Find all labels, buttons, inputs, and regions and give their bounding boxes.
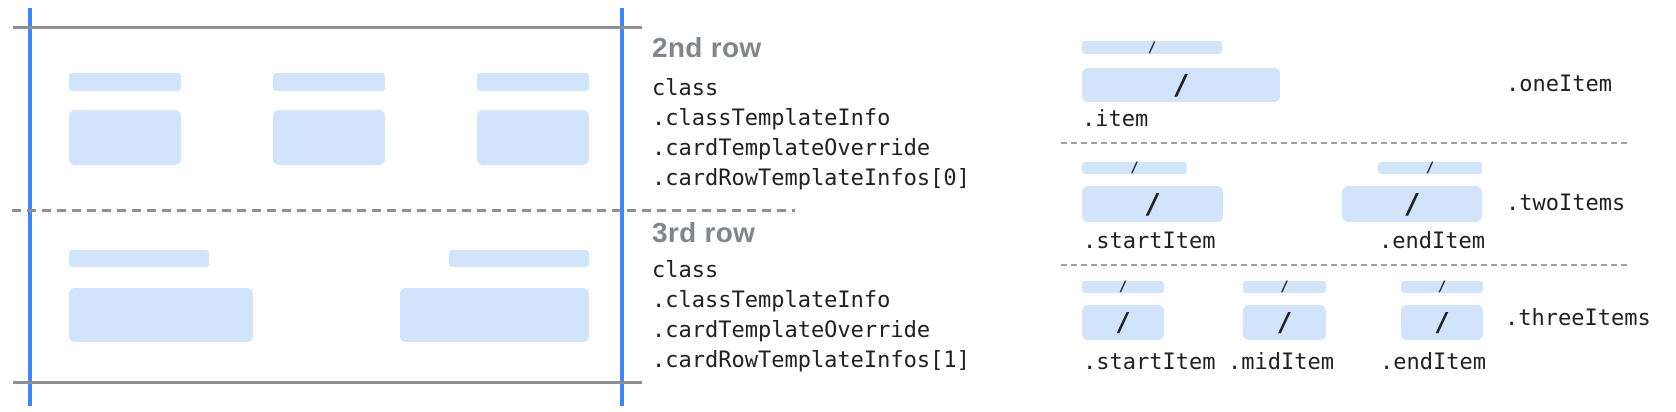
caption-item: .item <box>1082 107 1149 132</box>
caption-mid-item: .midItem <box>1228 350 1334 375</box>
label-two-items: .twoItems <box>1506 191 1626 216</box>
row-code-path-3rd: class .classTemplateInfo .cardTemplateOver… <box>652 256 970 376</box>
item-value-box: / <box>1082 68 1280 102</box>
row-code-path-2nd: class .classTemplateInfo .cardTemplateOver… <box>652 74 970 194</box>
item-value-box: / <box>1082 305 1164 340</box>
caption-start-item: .startItem <box>1083 350 1216 375</box>
field-label-bar <box>69 250 209 267</box>
item-value-box: / <box>1082 186 1223 222</box>
slash-icon: / <box>1147 39 1157 56</box>
slash-icon: / <box>1276 307 1293 338</box>
code-line: .cardTemplateOverride <box>652 318 931 343</box>
slash-icon: / <box>1280 279 1289 295</box>
code-line: .cardRowTemplateInfos[0] <box>652 166 970 191</box>
field-value-box <box>400 288 589 342</box>
row-title-3rd: 3rd row <box>652 217 756 248</box>
slash-icon: / <box>1118 279 1128 295</box>
card-edge-left-line <box>28 8 32 406</box>
slash-icon: / <box>1437 279 1447 295</box>
field-value-box <box>477 110 589 165</box>
slash-icon: / <box>1425 160 1435 176</box>
item-label-bar: / <box>1243 279 1326 295</box>
code-line: .classTemplateInfo <box>652 288 891 313</box>
slash-icon: / <box>1144 187 1161 220</box>
item-label-bar: / <box>1082 160 1187 176</box>
code-line: .classTemplateInfo <box>652 106 891 131</box>
item-value-box: / <box>1342 186 1482 222</box>
card-edge-right-line <box>620 8 624 406</box>
slash-icon: / <box>1434 307 1450 338</box>
item-value-box: / <box>1401 305 1483 340</box>
caption-end-item: .endItem <box>1380 350 1486 375</box>
row-boundary-bottom-line <box>13 381 642 384</box>
row-boundary-top-line <box>13 26 642 29</box>
caption-end-item: .endItem <box>1379 229 1485 254</box>
field-label-bar <box>273 73 385 91</box>
label-one-item: .oneItem <box>1506 72 1612 97</box>
slash-icon: / <box>1115 307 1131 338</box>
row-title-2nd: 2nd row <box>652 32 762 63</box>
code-line: .cardRowTemplateInfos[1] <box>652 348 970 373</box>
code-line: class <box>652 76 719 101</box>
item-label-bar: / <box>1082 39 1222 56</box>
field-value-box <box>273 110 385 165</box>
slash-icon: / <box>1403 187 1421 220</box>
item-label-bar: / <box>1401 279 1483 295</box>
code-line: class <box>652 258 719 283</box>
row-divider-dashed-line <box>12 209 795 212</box>
field-label-bar <box>69 73 181 91</box>
layout-separator-dotted-line <box>1061 264 1628 266</box>
code-line: .cardTemplateOverride <box>652 136 931 161</box>
label-three-items: .threeItems <box>1505 306 1651 331</box>
layout-separator-dotted-line <box>1061 142 1628 144</box>
slash-icon: / <box>1130 160 1139 176</box>
field-label-bar <box>477 73 589 91</box>
caption-start-item: .startItem <box>1083 229 1216 254</box>
field-label-bar <box>449 250 589 267</box>
item-label-bar: / <box>1082 279 1164 295</box>
slash-icon: / <box>1172 68 1190 101</box>
item-value-box: / <box>1243 305 1326 340</box>
item-label-bar: / <box>1378 160 1482 176</box>
field-value-box <box>69 288 253 342</box>
field-value-box <box>69 110 181 165</box>
